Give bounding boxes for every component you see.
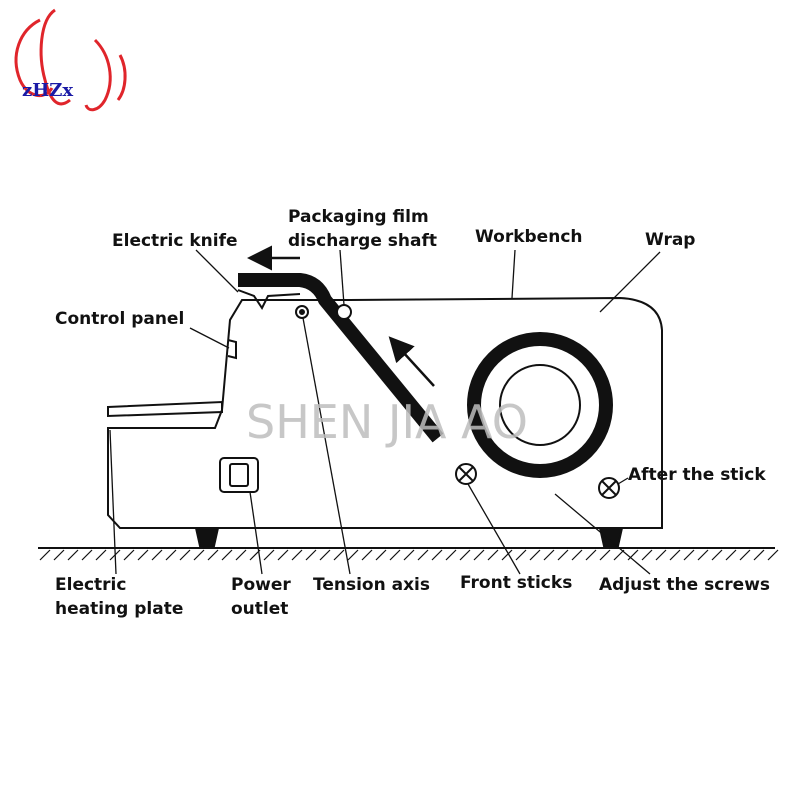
film-path [237,273,613,478]
ground-hatch-line [753,549,765,561]
discharge-shaft-roller [336,304,352,320]
shafts [295,304,620,499]
label-front-sticks: Front sticks [460,573,572,593]
wrap-roll [467,332,613,478]
label-packaging-film-line1: Packaging film [288,207,429,227]
arrow-up-left [388,336,435,387]
machine-body [107,296,663,547]
electric-knife [237,289,301,310]
ground-hatch-line [683,549,695,561]
ground-hatch-line [165,549,177,561]
label-electric-line2: heating plate [55,599,183,619]
ground-hatch-line [557,549,569,561]
flow-arrows [247,245,435,387]
ground-hatch-line [389,549,401,561]
ground-hatch-line [95,549,107,561]
ground-hatch-line [627,549,639,561]
ground-hatch-line [599,549,611,561]
label-electric-knife: Electric knife [112,231,238,251]
ground-hatch-line [487,549,499,561]
ground-hatch-line [543,549,555,561]
label-tension-axis: Tension axis [313,575,430,595]
ground-hatch-line [291,549,303,561]
wrap-core [499,364,581,446]
label-packaging-film-line2: discharge shaft [288,231,437,251]
ground-hatch-line [725,549,737,561]
label-adjust-the-screws: Adjust the screws [599,575,770,595]
label-wrap: Wrap [645,230,695,250]
label-workbench: Workbench [475,227,583,247]
ground-hatch-line [277,549,289,561]
ground-hatch-line [179,549,191,561]
ground-hatch-line [515,549,527,561]
ground-hatch-line [739,549,751,561]
ground-hatch-line [123,549,135,561]
ground-hatch-line [221,549,233,561]
ground-hatch-line [459,549,471,561]
ground-hatch-line [697,549,709,561]
watermark-text: SHEN JIA AO [246,395,528,449]
ground-hatch-line [333,549,345,561]
ground-hatch-line [473,549,485,561]
ground-hatch-line [347,549,359,561]
label-control-panel: Control panel [55,309,184,329]
ground-hatch-line [81,549,93,561]
ground-hatch-line [263,549,275,561]
ground-hatch-line [361,549,373,561]
ground-hatch-line [375,549,387,561]
ground-hatch-line [403,549,415,561]
ground-hatch-line [53,549,65,561]
ground-hatch-line [585,549,597,561]
ground [38,547,779,561]
logo-text: zHZx [22,80,73,101]
ground-hatch-line [613,549,625,561]
label-electric-line1: Electric [55,575,126,595]
ground-hatch-line [207,549,219,561]
ground-hatch-line [67,549,79,561]
ground-hatch-line [417,549,429,561]
ground-hatch-line [39,549,51,561]
ground-hatch-line [137,549,149,561]
ground-hatch-line [151,549,163,561]
ground-hatch-line [319,549,331,561]
ground-hatch-line [501,549,513,561]
labels: Electric knife Packaging film discharge … [55,207,770,619]
ground-hatch-line [235,549,247,561]
ground-hatch-line [711,549,723,561]
ground-hatch-line [571,549,583,561]
brand-logo: zHZx [14,8,127,112]
ground-hatch-line [641,549,653,561]
ground-hatch-line [305,549,317,561]
ground-hatch-line [669,549,681,561]
ground-hatch-line [767,549,779,561]
label-after-the-stick: After the stick [628,465,766,485]
ground-hatch-line [529,549,541,561]
label-power-line2: outlet [231,599,288,619]
ground-hatch-line [445,549,457,561]
ground-hatch-line [431,549,443,561]
ground-hatch-line [655,549,667,561]
label-power-line1: Power [231,575,291,595]
leader-lines [109,249,661,575]
ground-hatch-line [193,549,205,561]
